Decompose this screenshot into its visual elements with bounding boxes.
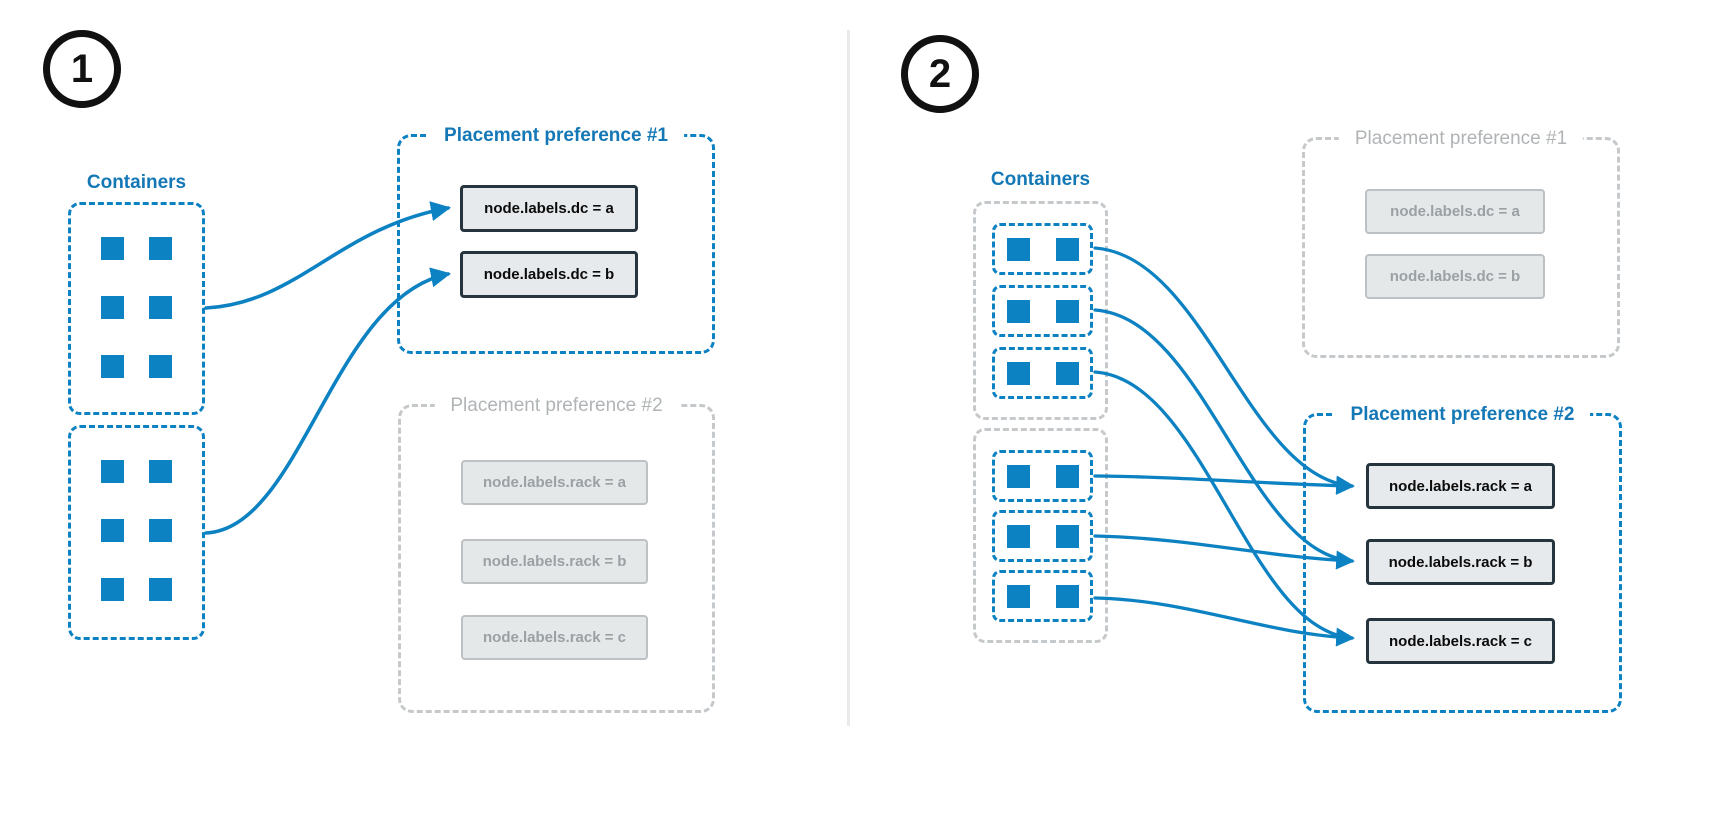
container-icon xyxy=(1006,237,1030,261)
container-icon xyxy=(1055,524,1079,548)
container-icon xyxy=(101,296,124,319)
containers-label: Containers xyxy=(86,172,187,193)
container-pair xyxy=(992,570,1093,622)
container-icon xyxy=(149,237,172,260)
container-icon xyxy=(1055,464,1079,488)
preference-item: node.labels.rack = c xyxy=(461,615,648,660)
preference-title: Placement preference #1 xyxy=(1338,125,1584,152)
preference-title: Placement preference #2 xyxy=(1334,401,1591,428)
container-group xyxy=(68,202,205,415)
container-icon xyxy=(1055,361,1079,385)
preference-item: node.labels.rack = c xyxy=(1366,618,1555,664)
preference-item: node.labels.dc = b xyxy=(460,251,638,298)
preference-item: node.labels.rack = a xyxy=(1366,463,1555,509)
container-squares xyxy=(71,428,202,637)
placement-preference-2: Placement preference #2 node.labels.rack… xyxy=(1303,401,1622,713)
container-icon xyxy=(101,355,124,378)
preference-item: node.labels.dc = a xyxy=(1365,189,1545,234)
preference-title: Placement preference #1 xyxy=(428,122,684,149)
container-icon xyxy=(1006,299,1030,323)
container-pair xyxy=(992,347,1093,399)
container-icon xyxy=(149,578,172,601)
container-icon xyxy=(1006,584,1030,608)
container-icon xyxy=(149,296,172,319)
container-icon xyxy=(1055,584,1079,608)
preference-item: node.labels.rack = b xyxy=(461,539,648,584)
container-icon xyxy=(1055,299,1079,323)
preference-item: node.labels.dc = b xyxy=(1365,254,1545,299)
placement-preference-2: Placement preference #2 node.labels.rack… xyxy=(398,392,715,713)
container-icon xyxy=(1006,361,1030,385)
container-pair xyxy=(992,510,1093,562)
preference-item: node.labels.dc = a xyxy=(460,185,638,232)
step-2-badge: 2 xyxy=(901,35,979,113)
container-icon xyxy=(101,237,124,260)
preference-item: node.labels.rack = b xyxy=(1366,539,1555,585)
panel-divider xyxy=(847,30,850,726)
container-icon xyxy=(1006,464,1030,488)
containers-label: Containers xyxy=(990,169,1091,190)
container-icon xyxy=(101,460,124,483)
container-pair xyxy=(992,223,1093,275)
container-icon xyxy=(149,519,172,542)
preference-title: Placement preference #2 xyxy=(434,392,679,419)
preference-item: node.labels.rack = a xyxy=(461,460,648,505)
placement-preference-1: Placement preference #1 node.labels.dc =… xyxy=(397,122,715,354)
container-icon xyxy=(1006,524,1030,548)
container-icon xyxy=(101,519,124,542)
container-icon xyxy=(101,578,124,601)
container-icon xyxy=(1055,237,1079,261)
placement-preference-1: Placement preference #1 node.labels.dc =… xyxy=(1302,125,1620,358)
container-pair xyxy=(992,450,1093,502)
container-group xyxy=(68,425,205,640)
container-icon xyxy=(149,460,172,483)
container-pair xyxy=(992,285,1093,337)
container-icon xyxy=(149,355,172,378)
step-1-badge: 1 xyxy=(43,30,121,108)
container-squares xyxy=(71,205,202,412)
